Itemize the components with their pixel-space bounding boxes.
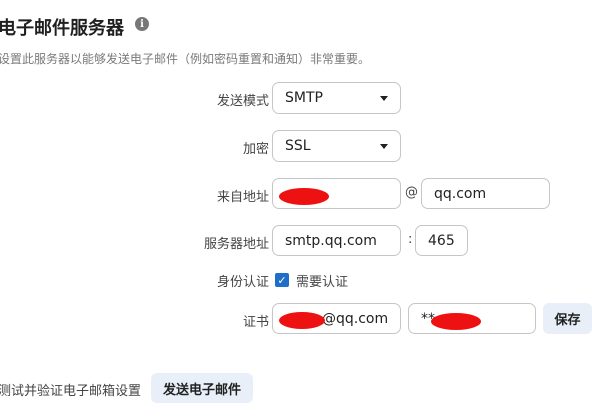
check-icon: ✓ [277,273,287,287]
port-value: 465 [428,232,455,249]
at-symbol: @ [405,185,418,200]
redaction-mark [279,188,329,205]
test-email-label: 测试并验证电子邮箱设置 [0,384,142,399]
send-mode-value: SMTP [285,90,323,106]
encryption-label: 加密 [242,142,269,157]
port-input[interactable]: 465 [415,225,468,256]
from-user-input[interactable] [272,178,401,209]
info-icon[interactable]: i [135,17,149,31]
from-domain-value: qq.com [434,185,487,202]
username-input[interactable]: @qq.com [272,303,401,334]
credentials-label: 证书 [242,315,269,330]
from-domain-input[interactable]: qq.com [421,178,550,209]
server-address-label: 服务器地址 [203,237,269,252]
page-title: 电子邮件服务器 [0,18,124,39]
redaction-mark [431,313,481,330]
redaction-mark [279,312,325,329]
server-host-value: smtp.qq.com [285,232,377,249]
require-auth-checkbox[interactable]: ✓ [275,273,289,287]
save-button[interactable]: 保存 [543,303,592,334]
server-host-input[interactable]: smtp.qq.com [272,225,401,256]
port-separator: : [408,232,413,247]
encryption-select[interactable]: SSL [272,130,401,162]
from-address-label: 来自地址 [216,190,269,205]
chevron-down-icon [380,96,388,101]
send-test-email-button[interactable]: 发送电子邮件 [151,373,253,403]
page-description: 设置此服务器以能够发送电子邮件（例如密码重置和通知）非常重要。 [0,52,371,66]
password-input[interactable]: ** [408,303,536,334]
username-suffix: @qq.com [322,310,389,327]
chevron-down-icon [380,144,388,149]
auth-label: 身份认证 [216,275,269,290]
send-mode-label: 发送模式 [216,94,269,109]
encryption-value: SSL [285,138,311,154]
send-mode-select[interactable]: SMTP [272,82,401,114]
require-auth-label: 需要认证 [296,275,349,290]
